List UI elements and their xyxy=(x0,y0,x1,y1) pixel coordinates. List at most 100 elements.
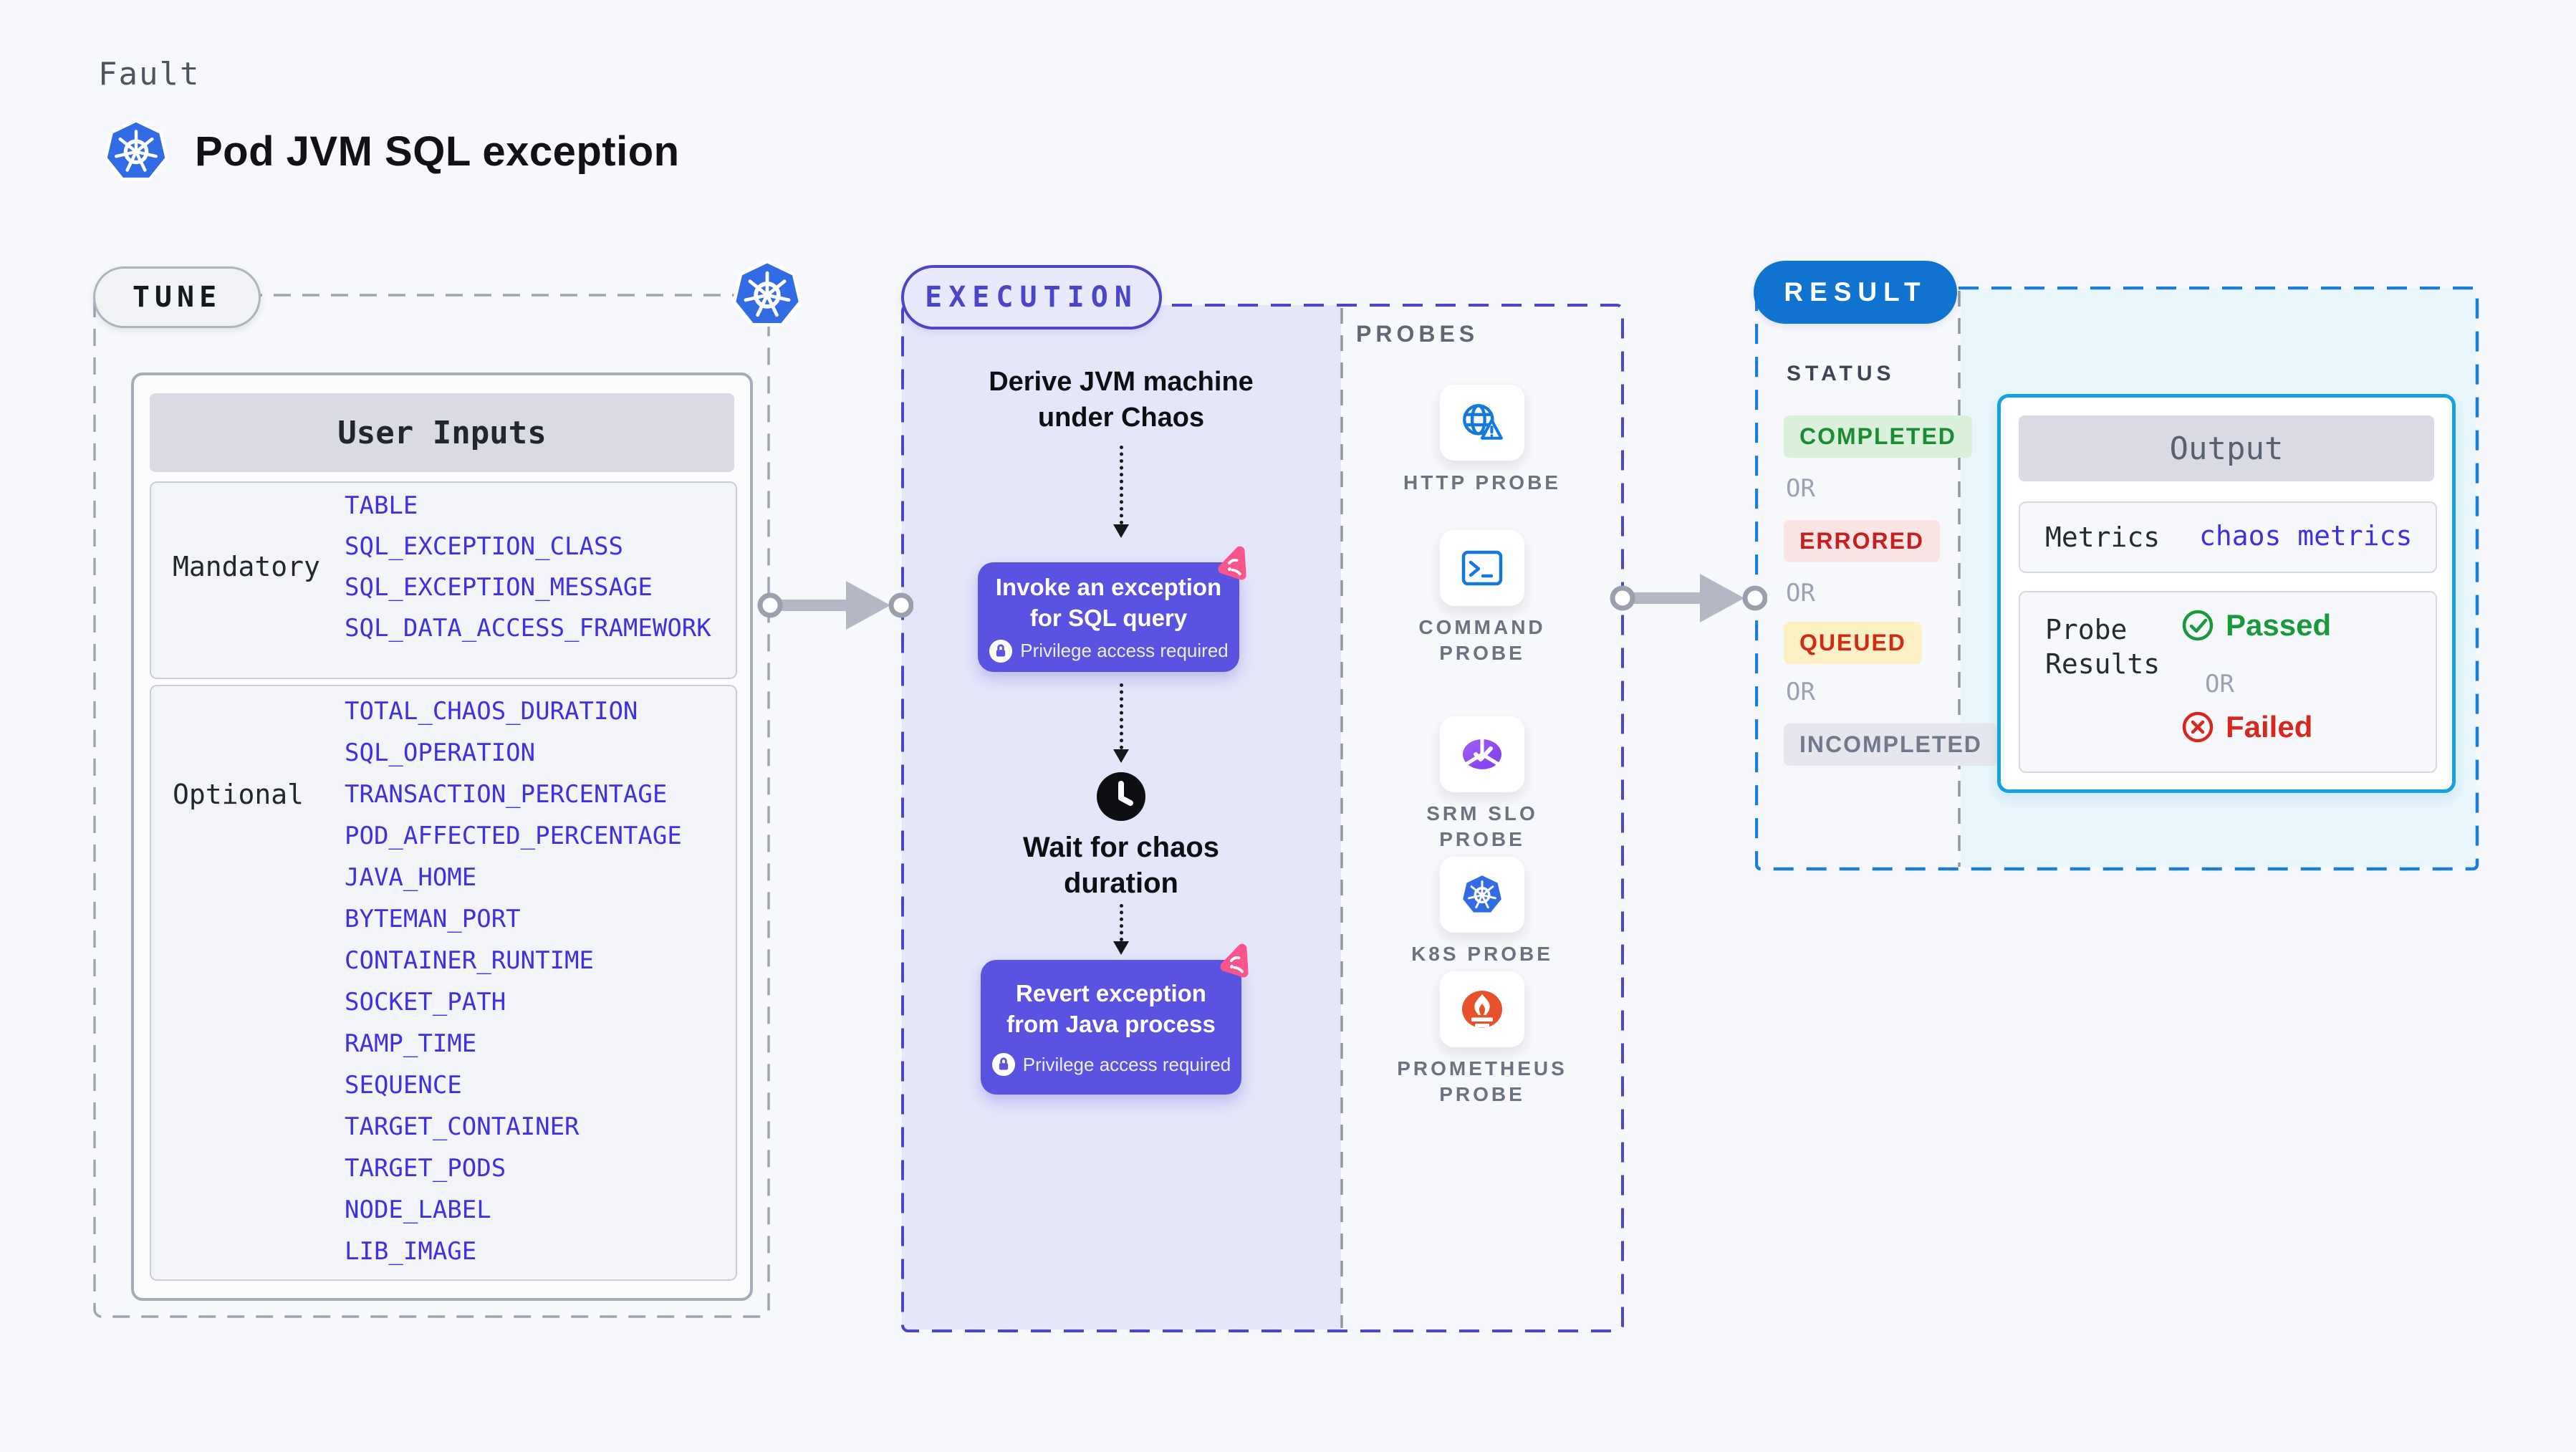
flow-connector xyxy=(1120,904,1123,941)
lock-icon xyxy=(991,1052,1016,1077)
clock-icon xyxy=(1097,772,1145,821)
probe-results-label: Probe Results xyxy=(2045,614,2161,680)
mandatory-group: Mandatory TABLE SQL_EXCEPTION_CLASS SQL_… xyxy=(150,481,737,679)
execution-pill: EXECUTION xyxy=(901,265,1162,330)
param-item: TARGET_CONTAINER xyxy=(345,1112,580,1141)
probe-label-line: PROBE xyxy=(1439,642,1525,664)
param-item: TABLE xyxy=(345,491,418,520)
tune-pill: TUNE xyxy=(93,266,261,328)
privilege-note: Privilege access required xyxy=(1022,1053,1231,1075)
privilege-note: Privilege access required xyxy=(1020,640,1229,661)
invoke-line1: Invoke an exception xyxy=(995,573,1222,600)
revert-exception-node: Revert exception from Java process Privi… xyxy=(981,960,1241,1095)
prometheus-probe-tile xyxy=(1440,971,1524,1047)
kubernetes-logo-icon xyxy=(102,117,170,186)
flow-arrowhead xyxy=(1113,524,1129,538)
flow-arrowhead xyxy=(1113,941,1129,955)
derive-line1: Derive JVM machine xyxy=(989,367,1254,397)
or-separator: OR xyxy=(1786,474,1815,503)
flow-connector xyxy=(1120,683,1123,749)
passed-text: Passed xyxy=(2226,608,2332,642)
fault-kicker: Fault xyxy=(98,56,201,92)
output-title: Output xyxy=(2019,415,2434,481)
param-item: NODE_LABEL xyxy=(345,1196,491,1224)
mandatory-label: Mandatory xyxy=(173,551,320,582)
status-badge-errored: ERRORED xyxy=(1784,520,1941,562)
k8s-probe-tile xyxy=(1440,857,1524,933)
mandatory-items: TABLE SQL_EXCEPTION_CLASS SQL_EXCEPTION_… xyxy=(345,486,711,649)
globe-warning-icon xyxy=(1463,404,1503,440)
prometheus-probe-label: PROMETHEUS PROBE xyxy=(1389,1056,1575,1107)
k8s-probe-label: K8S PROBE xyxy=(1389,941,1575,967)
invoke-exception-node: Invoke an exception for SQL query Privil… xyxy=(978,562,1239,672)
revert-line1: Revert exception xyxy=(1016,980,1206,1006)
derive-line2: under Chaos xyxy=(1037,403,1205,433)
or-separator: OR xyxy=(1786,579,1815,607)
http-probe-tile xyxy=(1440,385,1524,461)
probe-label-line: SRM SLO xyxy=(1426,802,1538,824)
execution-panel-border xyxy=(901,304,1624,1332)
lock-icon xyxy=(989,638,1014,663)
param-item: TARGET_PODS xyxy=(345,1154,506,1183)
metrics-value: chaos metrics xyxy=(2199,520,2413,552)
param-item: SEQUENCE xyxy=(345,1071,462,1100)
param-item: RAMP_TIME xyxy=(345,1029,477,1058)
kubernetes-corner-icon xyxy=(730,257,804,332)
probe-label-line: PROMETHEUS xyxy=(1397,1057,1567,1080)
flow-connector xyxy=(1120,446,1123,524)
param-item: SQL_EXCEPTION_CLASS xyxy=(345,532,623,561)
metrics-label: Metrics xyxy=(2045,521,2161,553)
probe-label-line: PROBE xyxy=(1439,1083,1525,1105)
srm-slo-probe-label: SRM SLO PROBE xyxy=(1389,801,1575,852)
param-item: CONTAINER_RUNTIME xyxy=(345,946,594,975)
param-item: POD_AFFECTED_PERCENTAGE xyxy=(345,822,682,850)
tune-panel-border xyxy=(93,294,770,1318)
param-item: LIB_IMAGE xyxy=(345,1237,477,1266)
status-label: STATUS xyxy=(1787,362,1895,385)
result-pill: RESULT xyxy=(1754,261,1957,324)
passed-result: Passed xyxy=(2181,608,2331,643)
arrow-execution-to-result xyxy=(1610,574,1767,622)
arrow-tune-to-execution xyxy=(757,581,913,630)
chaos-fault-icon xyxy=(1212,939,1259,986)
param-item: SQL_EXCEPTION_MESSAGE xyxy=(345,573,653,602)
revert-line2: from Java process xyxy=(1006,1011,1216,1037)
output-card: Output Metrics chaos metrics Probe Resul… xyxy=(1997,394,2456,793)
param-item: BYTEMAN_PORT xyxy=(345,905,521,933)
kubernetes-icon xyxy=(1460,872,1504,915)
optional-group: Optional TOTAL_CHAOS_DURATION SQL_OPERAT… xyxy=(150,685,737,1281)
metrics-row: Metrics chaos metrics xyxy=(2019,501,2437,573)
http-probe-label: HTTP PROBE xyxy=(1389,470,1575,496)
param-item: TRANSACTION_PERCENTAGE xyxy=(345,780,668,809)
command-probe-tile xyxy=(1440,530,1524,606)
user-inputs-card: User Inputs Mandatory TABLE SQL_EXCEPTIO… xyxy=(131,372,753,1301)
failed-result: Failed xyxy=(2181,710,2312,744)
param-item: JAVA_HOME xyxy=(345,863,477,892)
probe-results-row: Probe Results Passed OR Failed xyxy=(2019,591,2437,773)
param-item: SOCKET_PATH xyxy=(345,988,506,1016)
result-panel-border xyxy=(1755,287,2479,871)
flow-arrowhead xyxy=(1113,749,1129,763)
failed-text: Failed xyxy=(2226,710,2313,744)
status-badge-incompleted: INCOMPLETED xyxy=(1784,723,1998,766)
param-item: TOTAL_CHAOS_DURATION xyxy=(345,697,638,726)
page-title: Pod JVM SQL exception xyxy=(195,128,680,175)
srm-slo-probe-tile xyxy=(1440,716,1524,792)
wait-step: Wait for chaos duration xyxy=(1014,830,1229,901)
command-probe-label: COMMAND PROBE xyxy=(1389,615,1575,666)
optional-items: TOTAL_CHAOS_DURATION SQL_OPERATION TRANS… xyxy=(345,691,682,1272)
or-separator: OR xyxy=(1786,678,1815,706)
user-inputs-title: User Inputs xyxy=(150,393,734,472)
wait-line1: Wait for chaos xyxy=(1022,832,1220,863)
probe-label-line: HTTP PROBE xyxy=(1403,471,1561,494)
slo-donut-check-icon xyxy=(1463,739,1501,769)
check-circle-icon xyxy=(2182,610,2214,641)
status-badge-queued: QUEUED xyxy=(1784,622,1922,664)
probe-label-line: PROBE xyxy=(1439,828,1525,850)
probe-label-line: COMMAND xyxy=(1418,616,1546,638)
param-item: SQL_DATA_ACCESS_FRAMEWORK xyxy=(345,614,711,643)
status-badge-completed: COMPLETED xyxy=(1784,415,1972,458)
invoke-line2: for SQL query xyxy=(1029,604,1188,631)
prometheus-flame-icon xyxy=(1462,991,1502,1028)
wait-line2: duration xyxy=(1064,867,1178,899)
